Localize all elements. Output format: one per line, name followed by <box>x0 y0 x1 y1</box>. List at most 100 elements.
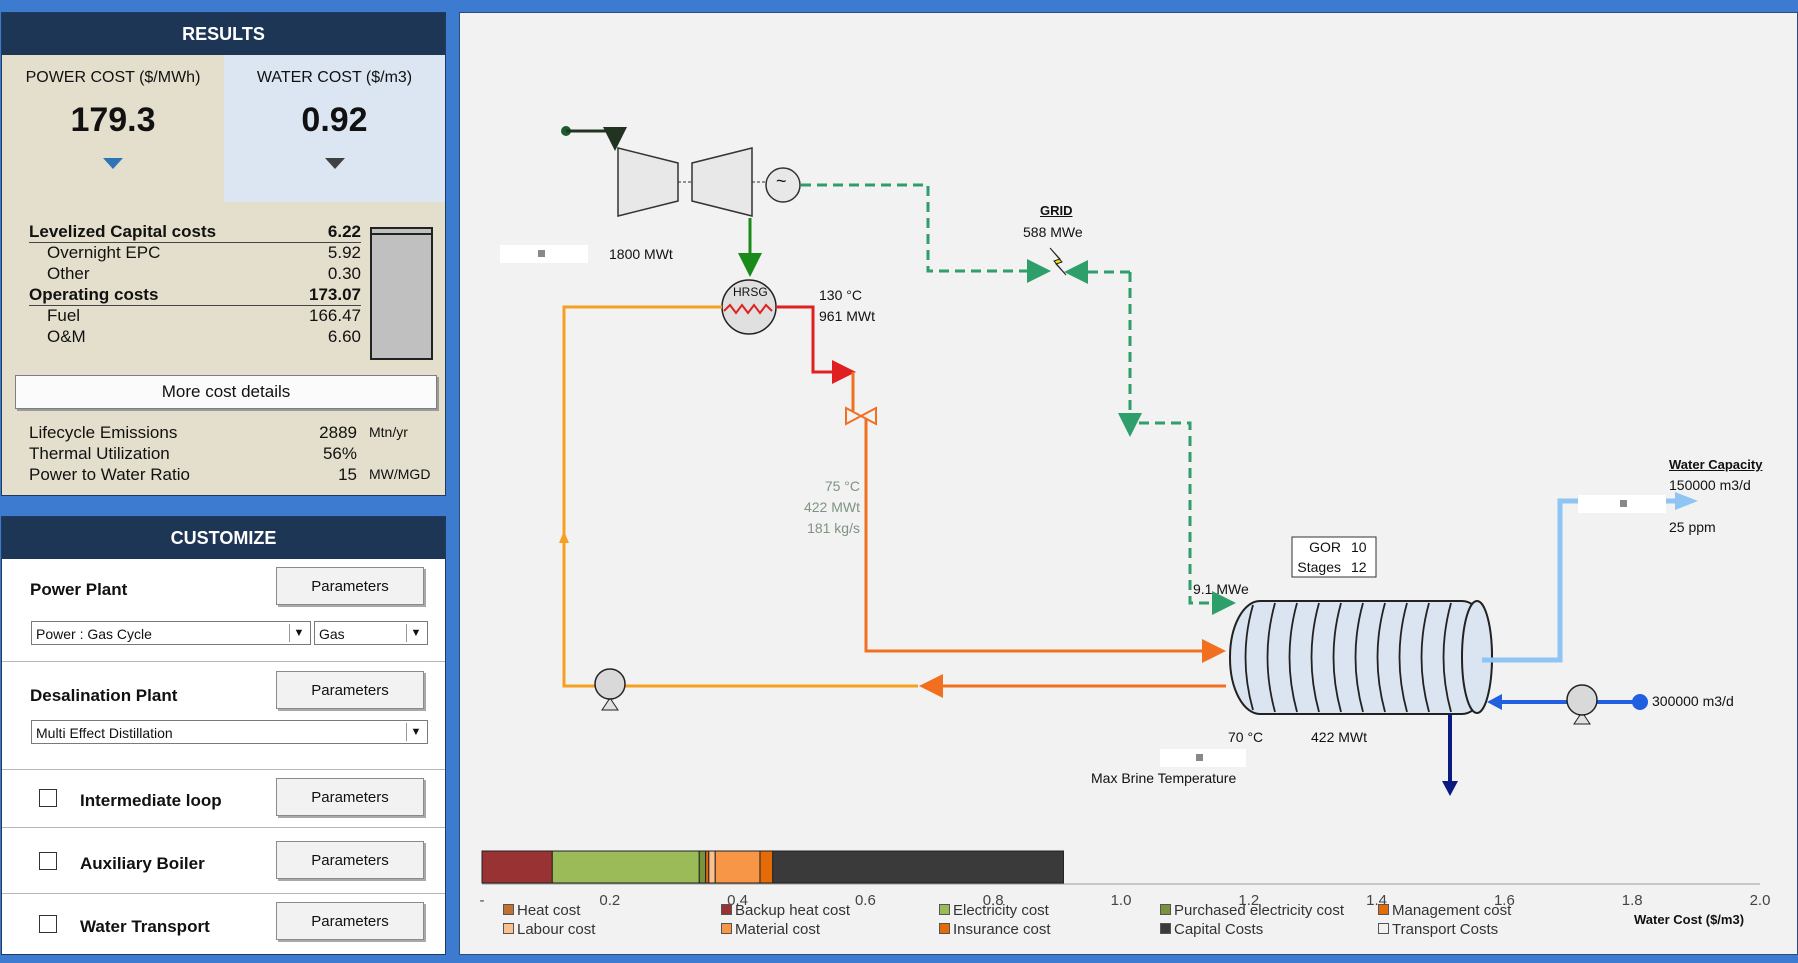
water-cost-value: 0.92 <box>301 101 368 139</box>
slider-thumb[interactable] <box>1196 754 1203 761</box>
intermediate-loop-label: Intermediate loop <box>80 791 222 810</box>
slider-thumb[interactable] <box>538 250 545 257</box>
diagram-panel: ~ 1800 MWt GRID 588 MWe HRSG 130 °C 961 … <box>459 12 1798 955</box>
auxiliary-boiler-checkbox[interactable] <box>39 852 57 870</box>
x-tick-label: - <box>480 892 485 909</box>
legend-item: Transport Costs <box>1378 921 1498 938</box>
metric-label: Lifecycle Emissions <box>29 423 178 442</box>
loop-flow: 181 kg/s <box>807 520 860 536</box>
thermal-power-slider[interactable] <box>500 245 588 263</box>
power-type-select[interactable]: Power : Gas Cycle ▼ <box>31 621 311 645</box>
chevron-down-icon[interactable]: ▼ <box>289 624 308 642</box>
customize-title: CUSTOMIZE <box>2 517 445 559</box>
divider <box>2 769 445 770</box>
valve-icon <box>845 406 877 426</box>
divider <box>2 827 445 828</box>
legend-label: Labour cost <box>517 921 596 938</box>
legend-label: Material cost <box>735 921 821 938</box>
loop-temp: 75 °C <box>824 478 860 494</box>
metric-value: 2889 <box>319 423 357 442</box>
water-cost-card: WATER COST ($/m3) 0.92 <box>224 55 445 202</box>
bar-segment <box>698 850 707 884</box>
legend-item: Heat cost <box>503 902 580 919</box>
gor-value: 10 <box>1351 539 1367 555</box>
hrsg-label: HRSG <box>733 285 768 299</box>
desalination-plant-label: Desalination Plant <box>30 686 178 705</box>
hrsg-temp: 130 °C <box>819 287 862 303</box>
process-diagram <box>559 126 1698 796</box>
auxiliary-boiler-parameters-button[interactable]: Parameters <box>276 841 424 879</box>
water-capacity-slider[interactable] <box>1578 495 1666 513</box>
fuel-select[interactable]: Gas ▼ <box>314 621 428 645</box>
brine-temp: 70 °C <box>1228 729 1264 745</box>
legend-item: Labour cost <box>503 921 595 938</box>
cost-row-label: Fuel <box>47 306 81 325</box>
x-tick-label: 2.0 <box>1750 892 1771 909</box>
power-plant-label: Power Plant <box>30 580 128 599</box>
stages-label: Stages <box>1297 559 1341 575</box>
cost-row-label: O&M <box>47 327 86 346</box>
results-title: RESULTS <box>2 13 445 55</box>
metric-row: Power to Water Ratio 15 MW/MGD <box>29 464 439 485</box>
divider <box>2 893 445 894</box>
desal-type-select[interactable]: Multi Effect Distillation ▼ <box>31 720 428 744</box>
legend-swatch <box>503 904 514 915</box>
legend-label: Purchased electricity cost <box>1174 902 1345 919</box>
power-cost-down-icon <box>103 158 123 169</box>
cost-bar-gauge <box>370 227 433 360</box>
x-tick-label: 1.6 <box>1494 892 1515 909</box>
legend-item: Insurance cost <box>939 921 1051 938</box>
auxiliary-boiler-label: Auxiliary Boiler <box>80 854 205 873</box>
fuel-value: Gas <box>319 626 345 642</box>
generator-icon <box>765 167 801 203</box>
brine-outlet-arrow-icon <box>1442 781 1458 796</box>
stages-value: 12 <box>1351 559 1367 575</box>
metric-label: Thermal Utilization <box>29 444 170 463</box>
desal-parameters-button[interactable]: Parameters <box>276 671 424 709</box>
legend-item: Purchased electricity cost <box>1160 902 1344 919</box>
water-salinity: 25 ppm <box>1669 519 1716 535</box>
loop-pump-icon <box>594 668 626 711</box>
divider <box>2 661 445 662</box>
slider-thumb[interactable] <box>1620 500 1627 507</box>
legend-swatch <box>939 904 950 915</box>
gor-label: GOR <box>1309 539 1341 555</box>
cost-row-label: Levelized Capital costs <box>29 222 217 241</box>
desal-power: 9.1 MWe <box>1193 581 1249 597</box>
cost-row-label: Operating costs <box>29 285 159 304</box>
customize-panel: CUSTOMIZE Power Plant Parameters Power :… <box>1 516 446 955</box>
legend-label: Electricity cost <box>953 902 1049 919</box>
legend-label: Transport Costs <box>1392 921 1499 938</box>
grid-lightning-icon <box>1049 247 1067 276</box>
water-capacity-value: 150000 m3/d <box>1669 477 1751 493</box>
water-cost-label: WATER COST ($/m3) <box>256 69 413 86</box>
legend-label: Insurance cost <box>953 921 1051 938</box>
max-brine-slider[interactable] <box>1160 749 1246 767</box>
metric-unit: Mtn/yr <box>369 424 408 440</box>
chevron-down-icon[interactable]: ▼ <box>406 723 425 741</box>
max-brine-label: Max Brine Temperature <box>1091 770 1237 786</box>
power-plant-parameters-button[interactable]: Parameters <box>276 567 424 605</box>
legend-swatch <box>1160 904 1171 915</box>
more-cost-details-button[interactable]: More cost details <box>15 375 437 409</box>
x-tick-label: 1.0 <box>1111 892 1132 909</box>
metric-row: Lifecycle Emissions 2889 Mtn/yr <box>29 422 439 443</box>
water-transport-checkbox[interactable] <box>39 915 57 933</box>
cost-row-value: 0.30 <box>327 264 361 283</box>
power-cost-value: 179.3 <box>70 101 156 139</box>
loop-power: 422 MWt <box>803 499 860 515</box>
feed-pump-icon <box>1566 684 1598 725</box>
chevron-down-icon[interactable]: ▼ <box>406 624 425 642</box>
legend-swatch <box>503 923 514 934</box>
x-tick-label: 0.8 <box>983 892 1004 909</box>
cost-row: O&M 6.60 <box>29 326 361 347</box>
intermediate-loop-parameters-button[interactable]: Parameters <box>276 778 424 816</box>
water-transport-parameters-button[interactable]: Parameters <box>276 902 424 940</box>
metric-label: Power to Water Ratio <box>29 465 190 484</box>
legend-item: Backup heat cost <box>721 902 850 919</box>
cost-row-value: 5.92 <box>327 243 361 262</box>
legend-label: Backup heat cost <box>735 902 851 919</box>
bar-segment <box>772 850 1064 884</box>
metric-row: Thermal Utilization 56% <box>29 443 439 464</box>
intermediate-loop-checkbox[interactable] <box>39 789 57 807</box>
